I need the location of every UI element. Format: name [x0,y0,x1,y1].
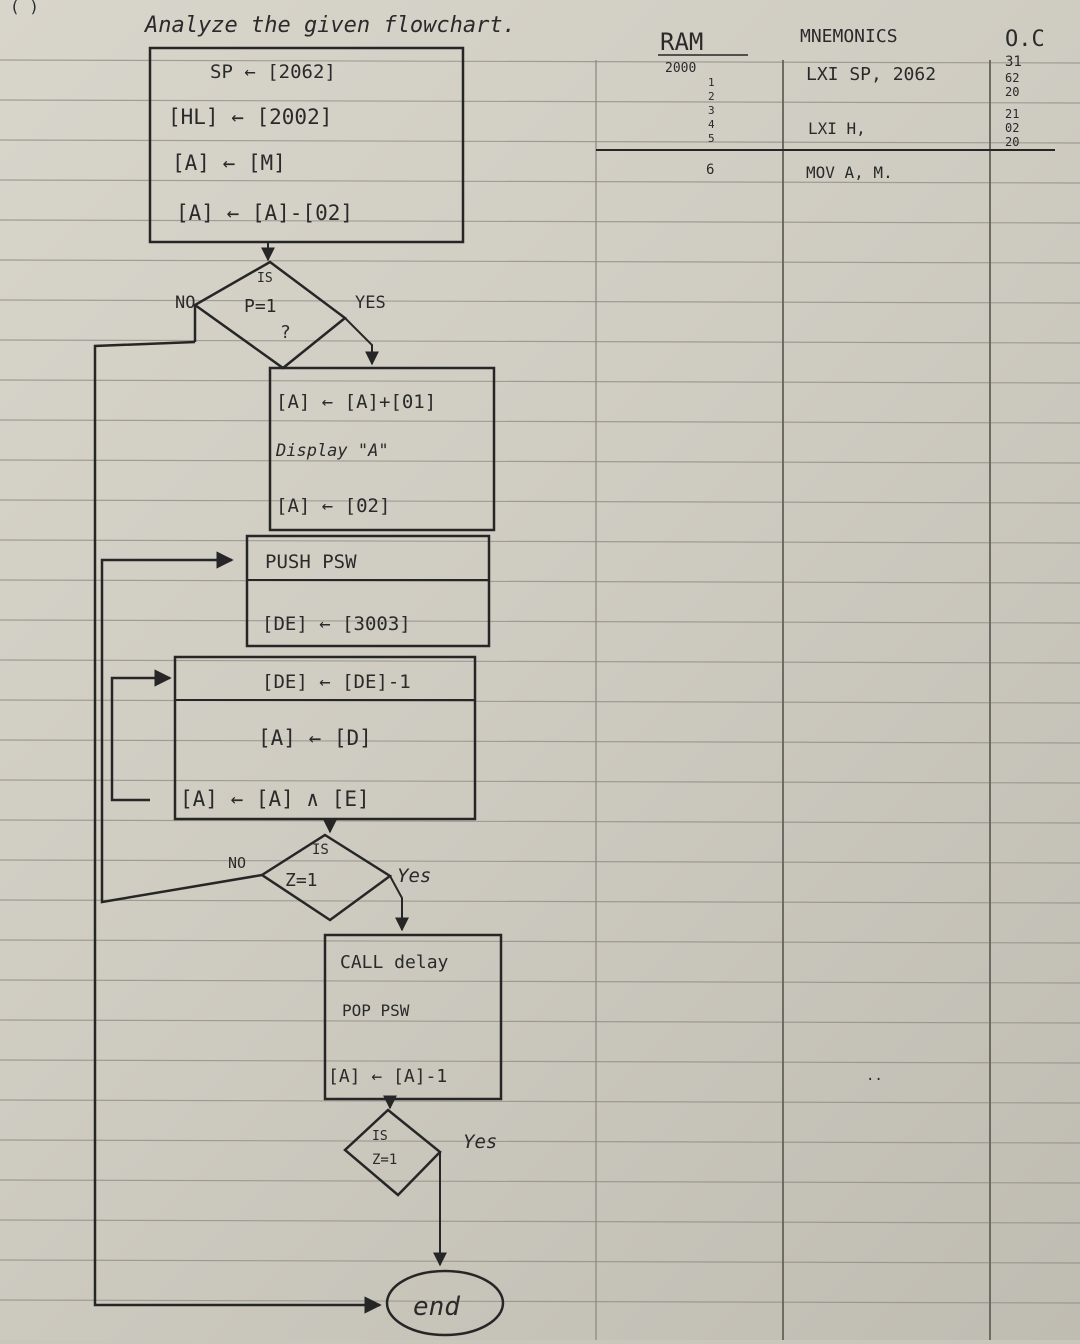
opcode-row-2: 62 [1005,71,1019,85]
ruled-line [0,619,1080,624]
decision-final-condition: Z=1 [372,1152,397,1168]
ruled-line [0,819,1080,824]
decision-zero-no: NO [228,854,246,872]
ruled-line [0,299,1080,304]
opcode-row-3: 20 [1005,85,1019,99]
decision-parity-question: ? [280,322,291,343]
loop-block [173,655,477,821]
table-rules [595,60,1055,1340]
ram-row-3: 3 [708,104,715,117]
inner-loop-line [110,669,172,802]
push-line-1: PUSH PSW [265,551,357,573]
ruled-line [0,1139,1080,1144]
table-header-mnemonics: MNEMONICS [800,26,898,47]
page-title: Analyze the given flowchart. [143,13,516,38]
ruled-line [0,379,1080,384]
init-line-1: SP ← [2062] [210,61,336,83]
init-line-2: [HL] ← [2002] [168,105,332,129]
mnemonic-row-1: LXI SP, 2062 [806,64,936,85]
decision-zero-yes: Yes [397,865,431,887]
ruled-line [0,219,1080,224]
display-block [268,366,496,532]
ruled-line [0,459,1080,464]
ruled-line [0,859,1080,864]
ruled-line [0,1059,1080,1064]
ruled-line [0,59,1080,64]
init-line-3: [A] ← [M] [172,151,286,175]
ruled-lines [0,59,1080,1304]
opcode-row-4: 21 [1005,107,1019,121]
loop-line-3: [A] ← [A] ∧ [E] [180,787,370,811]
ruled-line [0,939,1080,944]
init-block [148,46,465,244]
ruled-line [0,259,1080,264]
ram-row-2: 2 [708,90,715,103]
mnemonic-row-3: MOV A, M. [806,163,893,182]
table-header-opcode: O.C [1005,27,1045,52]
opcode-table: RAM MNEMONICS O.C 2000 1 2 3 4 5 6 LXI S… [658,26,1045,1084]
ruled-line [0,739,1080,744]
ruled-line [0,699,1080,704]
display-line-3: [A] ← [02] [276,495,390,517]
push-line-2: [DE] ← [3003] [262,613,411,635]
decision-zero [259,833,393,922]
ruled-line [0,899,1080,904]
mnemonic-row-2: LXI H, [808,119,866,138]
ruled-line [0,99,1080,104]
ruled-line [0,579,1080,584]
ruled-line [0,499,1080,504]
decision-final-yes: Yes [463,1131,497,1153]
ruled-line [0,779,1080,784]
push-loop-line [100,551,263,904]
ruled-line [0,1259,1080,1264]
loop-line-2: [A] ← [D] [258,726,372,750]
decision-parity-is: IS [257,271,273,286]
end-label: end [413,1292,460,1322]
table-header-ram: RAM [660,28,703,56]
ruled-line [0,1019,1080,1024]
loop-line-1: [DE] ← [DE]-1 [262,671,411,693]
push-block [245,534,491,648]
ruled-line [0,1219,1080,1224]
ram-row-0: 2000 [665,61,696,76]
decision-zero-condition: Z=1 [285,870,318,891]
flowchart: SP ← [2062] [HL] ← [2002] [A] ← [M] [A] … [93,46,505,1337]
delay-line-2: POP PSW [342,1001,410,1020]
init-line-4: [A] ← [A]-[02] [176,201,353,225]
table-dots: .. [866,1068,883,1084]
ruled-line [0,1299,1080,1304]
decision-parity-no: NO [175,293,195,313]
delay-line-1: CALL delay [340,952,449,973]
ruled-line [0,539,1080,544]
ruled-line [0,979,1080,984]
outer-loop-line [93,340,382,1314]
opcode-row-1: 31 [1005,54,1022,70]
ruled-line [0,1179,1080,1184]
decision-zero-is: IS [312,842,329,858]
ram-row-1: 1 [708,76,715,89]
display-line-2: Display "A" [275,441,389,461]
delay-line-3: [A] ← [A]-1 [328,1066,447,1087]
display-line-1: [A] ← [A]+[01] [276,391,436,413]
opcode-row-5: 02 [1005,121,1019,135]
ruled-line [0,139,1080,144]
ram-row-4: 4 [708,118,715,131]
margin-mark: ( ) [10,0,39,16]
opcode-row-6: 20 [1005,135,1019,149]
decision-parity-yes: YES [355,293,386,313]
end-terminator [385,1269,505,1337]
decision-final [343,1108,442,1197]
decision-final-is: IS [372,1129,388,1144]
ruled-line [0,659,1080,664]
ruled-line [0,339,1080,344]
decision-parity-condition: P=1 [244,296,277,317]
ruled-line [0,179,1080,184]
ram-row-5: 5 [708,132,715,145]
ram-row-6: 6 [706,162,714,178]
ruled-line [0,1099,1080,1104]
delay-block [323,933,503,1101]
ruled-line [0,419,1080,424]
